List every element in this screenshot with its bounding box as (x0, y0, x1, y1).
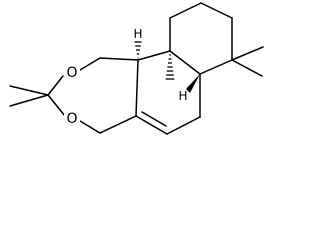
bond-c1-c4 (99, 57, 139, 61)
hashed-wedge-methyl (165, 54, 175, 80)
central-ring (135, 50, 201, 135)
bond-c12-c8 (199, 59, 233, 75)
oxygen-lower: O (66, 111, 77, 127)
molecule-drawing: O O H H (9, 2, 264, 135)
chemical-structure-diagram: O O H H (9, 2, 264, 135)
bond-methyl-b (9, 94, 49, 107)
bond-c6-c7 (166, 116, 201, 135)
bond-c6-c3-double (141, 111, 167, 127)
atom-labels: O O H H (64, 27, 188, 127)
bond-c8-c5 (169, 50, 201, 75)
hydrogen-upper: H (133, 27, 142, 41)
bond-c4-c5 (137, 50, 171, 61)
oxygen-upper: O (66, 65, 77, 81)
cyclohexane-ring (169, 2, 264, 77)
bond-methyl-a (9, 85, 49, 96)
hashed-wedge-upper (134, 41, 142, 59)
bond-cq-o-lower (47, 94, 66, 117)
dioxepine-ring (9, 57, 139, 134)
bond-c10-c11 (200, 2, 233, 19)
bond-gem-methyl-b (231, 59, 263, 77)
bond-c9-c10 (169, 2, 202, 19)
stereo-bonds (134, 41, 200, 93)
hydrogen-lower-right: H (178, 89, 187, 103)
bond-o-upper-cq (47, 75, 64, 96)
bond-c4-c3 (135, 59, 139, 117)
bond-c2-c3 (99, 115, 137, 134)
bond-c3-c6 (135, 115, 168, 135)
solid-wedge-lower (186, 74, 200, 93)
bond-o-lower-c2 (79, 120, 101, 134)
bond-gem-methyl-a (231, 46, 264, 61)
bond-c1-o-upper (79, 57, 101, 71)
